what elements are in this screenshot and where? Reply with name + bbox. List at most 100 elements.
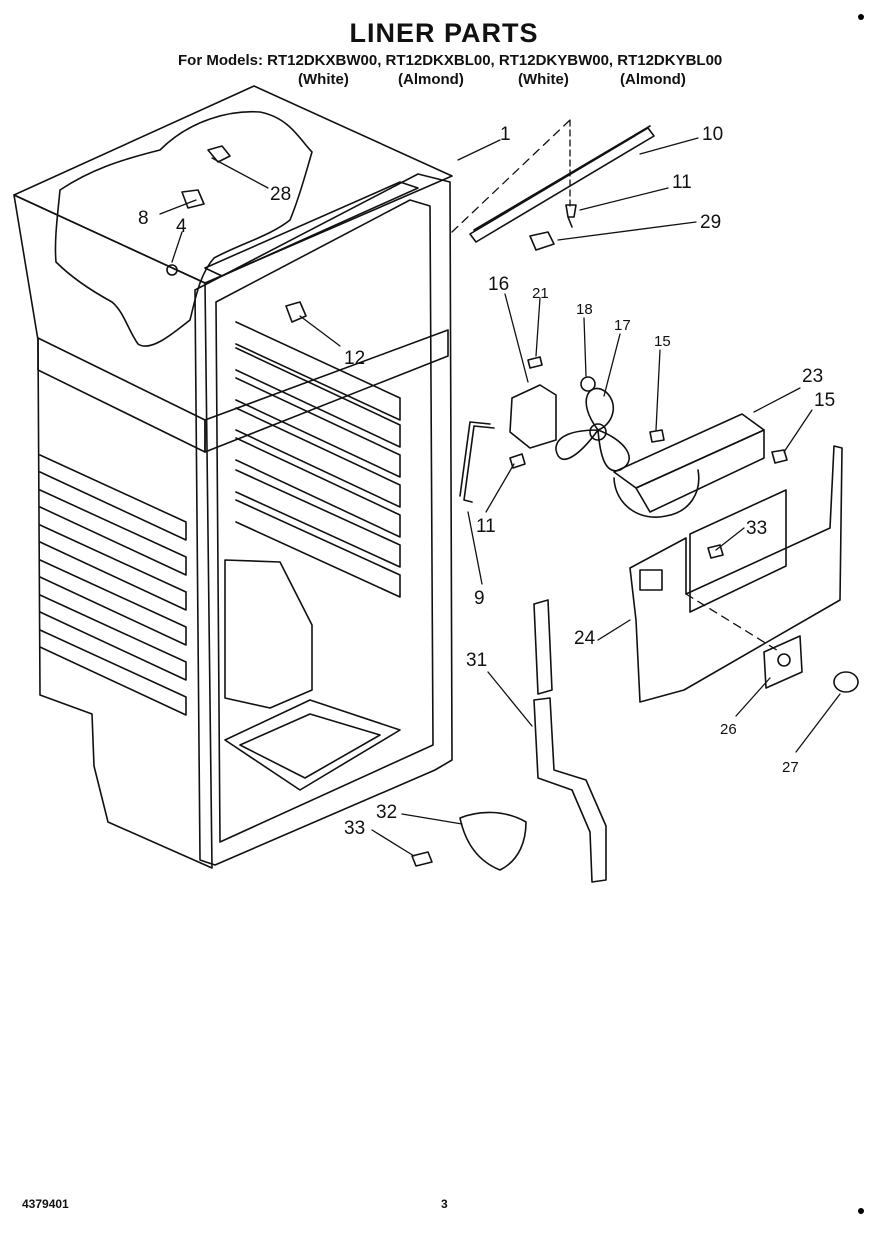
leader-line xyxy=(457,139,501,161)
corner-mark xyxy=(858,1208,864,1214)
part-21-screw xyxy=(527,356,543,369)
bottom-pan xyxy=(224,699,401,791)
liner-cabinet xyxy=(13,85,453,869)
callout-4: 4 xyxy=(176,216,187,237)
leader-line xyxy=(467,511,483,585)
leader-line xyxy=(487,671,533,727)
cabinet-front-frame xyxy=(194,173,453,866)
corner-mark xyxy=(858,14,864,20)
shelf-rib xyxy=(235,321,401,421)
callout-15: 15 xyxy=(654,333,671,350)
trough-upper xyxy=(533,599,553,695)
part-15-screw-right xyxy=(771,449,788,464)
part-32-drain-cup xyxy=(459,811,527,871)
part-10-breaker-strip xyxy=(469,127,655,243)
shroud-ring xyxy=(613,469,700,518)
shelf-rib xyxy=(235,407,401,508)
callout-32: 32 xyxy=(376,802,397,823)
callout-24: 24 xyxy=(574,628,596,649)
side-rib xyxy=(39,524,187,611)
leader-line xyxy=(401,813,463,825)
color-label: (White) xyxy=(298,71,349,88)
shroud-front xyxy=(635,429,765,513)
side-rib xyxy=(39,454,187,541)
part-28-clip xyxy=(207,145,231,163)
part-16-motor-bracket xyxy=(509,384,557,449)
side-rib xyxy=(39,594,187,681)
leader-line xyxy=(639,137,699,155)
side-rib xyxy=(39,629,187,716)
leader-line xyxy=(753,387,801,413)
fan-hub xyxy=(589,423,607,441)
callout-21: 21 xyxy=(532,285,549,302)
callout-29: 29 xyxy=(700,212,721,233)
leader-line xyxy=(485,463,515,513)
leader-lines xyxy=(159,119,841,857)
alignment-line xyxy=(451,119,571,233)
callout-18: 18 xyxy=(576,301,593,318)
shelf-rib xyxy=(235,469,401,568)
leader-line xyxy=(597,619,631,641)
part-12-clip xyxy=(285,301,307,323)
side-rib xyxy=(39,559,187,646)
leader-line xyxy=(735,677,771,717)
callout-12: 12 xyxy=(344,348,365,369)
part-23-fan-shroud xyxy=(613,413,788,518)
leader-line xyxy=(583,317,587,377)
bottom-pan-inner xyxy=(239,713,381,779)
callout-33: 33 xyxy=(746,518,767,539)
leader-line xyxy=(371,829,415,857)
cabinet-left-side xyxy=(13,194,213,869)
part-33-screw-right xyxy=(707,544,724,559)
part-18-washer xyxy=(580,376,596,392)
part-31-drain-trough xyxy=(533,599,607,883)
shelf-rib xyxy=(235,377,401,478)
part-9-bracket xyxy=(463,425,495,503)
part-24-evaporator-cover xyxy=(629,445,843,703)
callout-17: 17 xyxy=(614,317,631,334)
crisper-housing xyxy=(224,559,313,709)
shroud-top xyxy=(613,413,765,489)
callout-9: 9 xyxy=(474,588,485,609)
leader-line xyxy=(211,157,269,189)
models-line: For Models: RT12DKXBW00, RT12DKXBL00, RT… xyxy=(178,52,723,69)
fan-motor-assembly xyxy=(509,356,665,472)
shelf-rib xyxy=(235,499,401,598)
part-9-bracket-inner xyxy=(459,421,491,497)
shelf-rib xyxy=(235,347,401,448)
leader-line xyxy=(783,409,813,453)
leader-line xyxy=(171,231,183,263)
color-label: (Almond) xyxy=(620,71,686,88)
leader-line xyxy=(299,315,341,347)
leader-line xyxy=(603,333,621,397)
cover-opening xyxy=(639,569,663,591)
callout-11: 11 xyxy=(672,172,692,193)
part-8-clip xyxy=(181,189,205,209)
page-number: 3 xyxy=(441,1197,448,1211)
part-26-socket-plate xyxy=(763,635,803,689)
part-10-edge xyxy=(473,125,651,231)
socket-hole xyxy=(777,653,791,667)
freezer-divider-front xyxy=(204,329,449,453)
callout-31: 31 xyxy=(466,650,487,671)
part-11-screw-lower xyxy=(509,453,526,469)
cabinet-top xyxy=(13,85,453,284)
part-27-lamp-cover xyxy=(833,671,859,693)
part-29-clip xyxy=(529,231,555,251)
part-15-screw xyxy=(649,429,665,443)
callout-15: 15 xyxy=(814,390,835,411)
part-33-screw-bottom xyxy=(411,851,433,867)
top-rail xyxy=(204,181,419,277)
cover-back-panel xyxy=(689,489,787,613)
callout-8: 8 xyxy=(138,208,149,229)
callout-labels: 1 10 11 29 28 8 4 12 16 21 18 17 15 23 1… xyxy=(138,124,835,839)
insulation-cutaway xyxy=(54,110,313,347)
callout-23: 23 xyxy=(802,366,823,387)
leader-line xyxy=(579,187,669,211)
part-11-screw xyxy=(565,204,577,228)
shelf-rib xyxy=(235,437,401,538)
freezer-divider xyxy=(37,337,206,453)
callout-27: 27 xyxy=(782,759,799,776)
trough-lower xyxy=(533,697,607,883)
